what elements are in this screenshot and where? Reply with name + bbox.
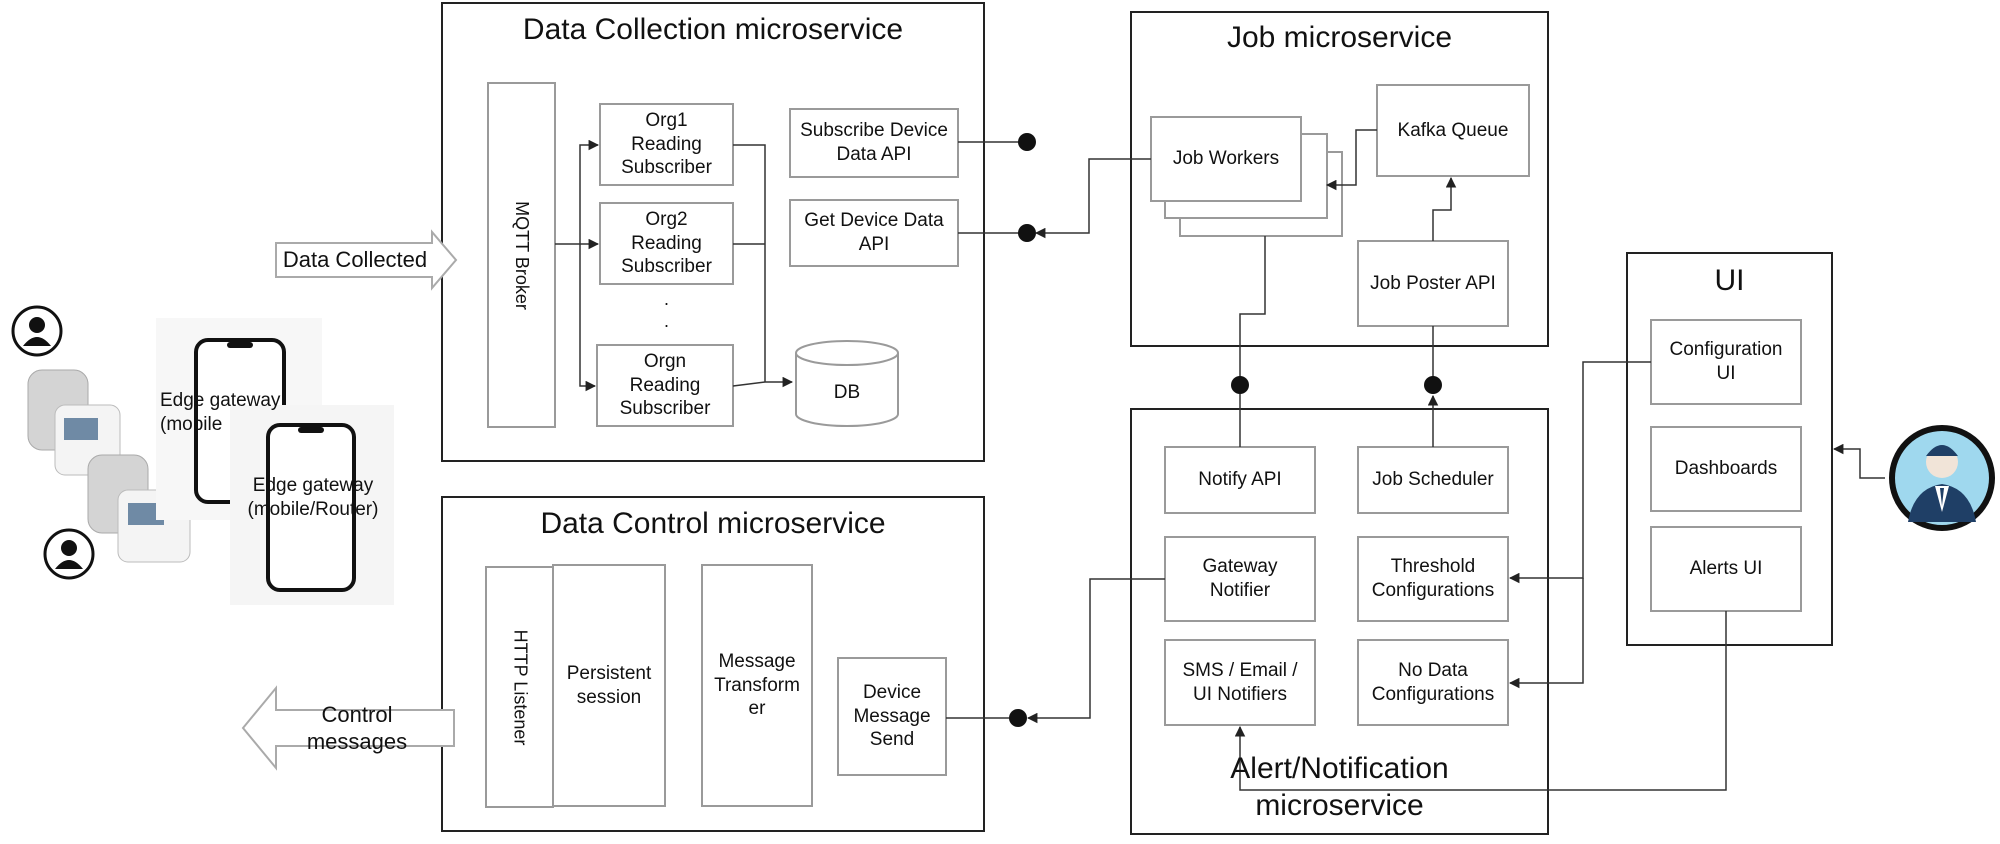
person-icon (43, 528, 95, 580)
message-transformer-box (701, 564, 813, 807)
get-api-box (789, 199, 959, 267)
kafka-queue-label: Kafka Queue (1397, 119, 1509, 141)
kafka-queue-box (1376, 84, 1530, 177)
alerts-ui-to-sms-connector (1234, 611, 1727, 791)
alerts-ui-box (1650, 526, 1802, 612)
persistent-session-label: Persistent session (566, 662, 652, 708)
job-title: Job microservice (1226, 21, 1453, 55)
message-transformer-label: Message Transform er (714, 650, 800, 720)
data-collection-container (441, 2, 985, 462)
get-api-label: Get Device Data API (804, 210, 944, 255)
ui-title: UI (1714, 264, 1745, 298)
workers-to-get-api-connector (1034, 158, 1151, 239)
job-poster-api-label: Job Poster API (1370, 272, 1496, 294)
data-control-title: Data Control microservice (540, 507, 886, 541)
org2-subscriber-label: Org2 Reading Subscriber (621, 208, 712, 278)
data-collected-arrow (275, 229, 458, 291)
subscriber-ellipsis: · · (663, 292, 670, 336)
org1-subscriber-label: Org1 Reading Subscriber (621, 109, 712, 179)
sms-email-ui-label: SMS / Email / UI Notifiers (1182, 659, 1298, 705)
alerts-ui-label: Alerts UI (1689, 558, 1763, 580)
control-messages-arrow (241, 685, 455, 771)
ui-container (1626, 252, 1833, 646)
alert-container (1130, 408, 1549, 835)
threshold-config-box (1357, 536, 1509, 622)
subscribe-api-label: Subscribe Device Data API (800, 120, 948, 165)
alert-title: Alert/Notification microservice (1230, 751, 1449, 823)
configuration-ui-label: Configuration UI (1669, 339, 1783, 384)
data-collection-title: Data Collection microservice (522, 13, 904, 47)
job-scheduler-label: Job Scheduler (1372, 469, 1494, 491)
job-container (1130, 11, 1549, 347)
orgn-subscriber-label: Orgn Reading Subscriber (619, 350, 711, 420)
broker-to-org1-connector (555, 139, 600, 245)
mqtt-broker-box (487, 82, 556, 428)
admin-avatar-icon (1889, 425, 1995, 531)
http-listener-box (485, 566, 554, 808)
persistent-session-box (552, 564, 666, 807)
db-cylinder (795, 340, 899, 427)
notify-api-box (1164, 446, 1316, 514)
nodata-config-label: No Data Configurations (1371, 659, 1495, 705)
gateway-notifier-label: Gateway Notifier (1202, 556, 1278, 601)
device-message-send-box (837, 657, 947, 776)
mqtt-broker-label: MQTT Broker (512, 200, 532, 310)
kafka-to-workers-connector (1325, 129, 1377, 191)
job-workers-label: Job Workers (1172, 148, 1280, 170)
data-control-container (441, 496, 985, 832)
configuration-ui-box (1650, 319, 1802, 405)
broker-to-orgn-connector (579, 244, 597, 392)
sms-email-ui-box (1164, 639, 1316, 726)
device-message-send-label: Device Message Send (853, 681, 931, 751)
job-scheduler-box (1357, 446, 1509, 514)
dashboards-box (1650, 426, 1802, 512)
subscribe-api-port (1018, 133, 1036, 151)
http-listener-label: HTTP Listener (510, 629, 530, 745)
db-label: DB (833, 381, 861, 403)
notify-api-port (1231, 376, 1249, 394)
get-api-port (1018, 224, 1036, 242)
workers-to-notify-connector (1239, 236, 1266, 377)
gateway-notifier-box (1164, 536, 1316, 622)
phone-icon (230, 405, 394, 605)
data-collected-label: Data Collected (282, 247, 428, 273)
dashboards-label: Dashboards (1674, 458, 1778, 480)
edge-gateway-back-label: Edge gateway (mobile (160, 390, 281, 435)
subscribers-to-db-connector (732, 144, 792, 386)
device-send-port (1009, 709, 1027, 727)
job-poster-port (1424, 376, 1442, 394)
notify-api-label: Notify API (1198, 469, 1282, 491)
gateway-notifier-to-device-send-connector (1026, 578, 1165, 724)
job-poster-api-box (1357, 240, 1509, 327)
org1-subscriber-box (599, 103, 734, 186)
poster-to-kafka-connector (1432, 176, 1457, 241)
subscribe-api-box (789, 108, 959, 178)
edge-gateway-front-label: Edge gateway (mobile/Router) (247, 475, 379, 520)
person-icon (11, 305, 63, 357)
nodata-config-box (1357, 639, 1509, 726)
threshold-config-label: Threshold Configurations (1371, 556, 1495, 601)
user-to-ui-connector (1832, 443, 1885, 479)
config-ui-to-threshold-connector (1508, 361, 1651, 584)
orgn-subscriber-box (596, 344, 734, 427)
control-messages-label: Control messages (306, 701, 408, 755)
config-ui-to-nodata-connector (1508, 578, 1584, 689)
